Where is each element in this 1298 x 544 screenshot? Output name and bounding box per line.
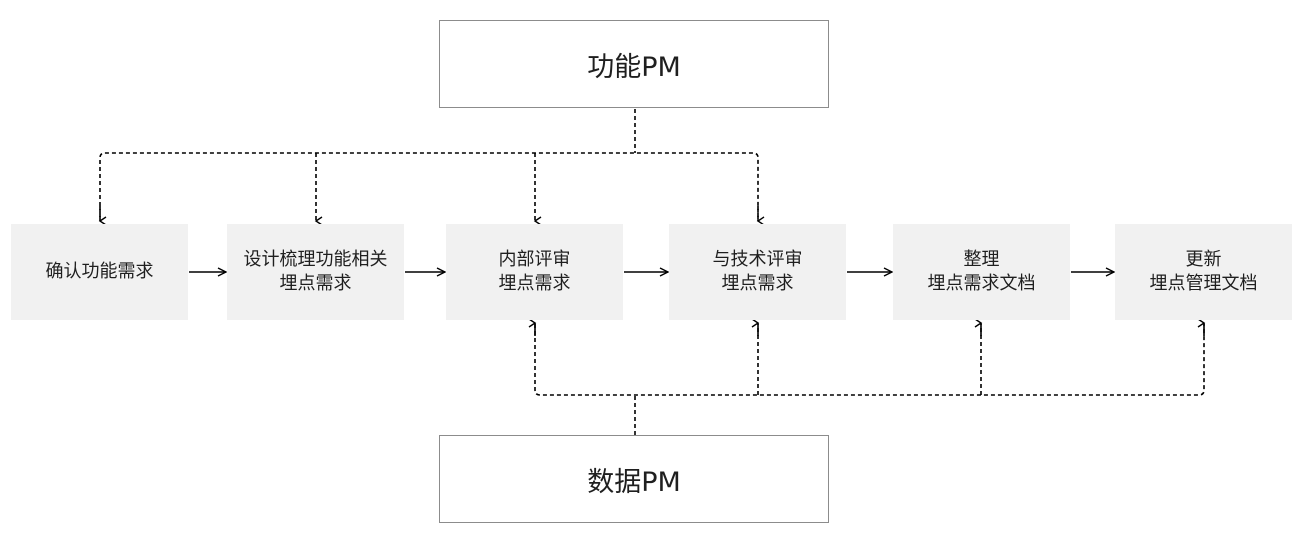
- top-dashed-drops: [98, 153, 765, 226]
- step-5-line-2: 埋点需求文档: [927, 273, 1036, 294]
- role-box-functional-pm: 功能PM: [439, 20, 829, 108]
- step-box-3: 内部评审 埋点需求: [446, 224, 623, 320]
- step-4-line-2: 埋点需求: [721, 273, 794, 294]
- role-label-functional-pm: 功能PM: [587, 51, 681, 83]
- role-box-data-pm: 数据PM: [439, 435, 829, 523]
- step-4-line-1: 与技术评审: [712, 249, 803, 270]
- step-1-line-1: 确认功能需求: [45, 261, 154, 282]
- role-label-data-pm: 数据PM: [587, 466, 681, 498]
- step-box-1: 确认功能需求: [11, 224, 188, 320]
- top-dashed-connectors: [99, 109, 759, 220]
- step-3-line-1: 内部评审: [498, 249, 571, 270]
- bottom-dashed-arrowheads: [528, 318, 1206, 336]
- step-box-6: 更新 埋点管理文档: [1115, 224, 1292, 320]
- step-6-line-2: 埋点管理文档: [1149, 273, 1258, 294]
- bottom-dashed-connectors: [534, 324, 1205, 435]
- step-2-line-1: 设计梳理功能相关: [243, 249, 388, 270]
- step-3-line-2: 埋点需求: [498, 273, 571, 294]
- step-box-5: 整理 埋点需求文档: [893, 224, 1070, 320]
- step-5-line-1: 整理: [963, 249, 1000, 270]
- step-box-4: 与技术评审 埋点需求: [669, 224, 846, 320]
- step-box-2: 设计梳理功能相关 埋点需求: [227, 224, 404, 320]
- step-2-line-2: 埋点需求: [279, 273, 352, 294]
- step-6-line-1: 更新: [1185, 249, 1222, 270]
